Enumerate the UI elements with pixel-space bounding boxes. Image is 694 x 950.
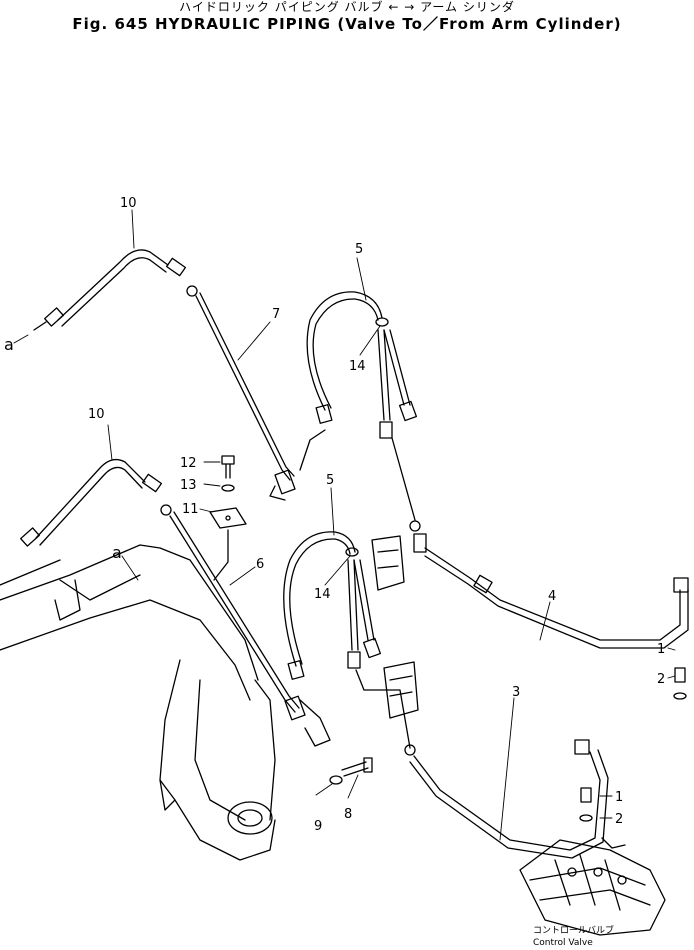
bolt-washer-plate: [209, 455, 247, 581]
callout-14-lower: 14: [314, 587, 331, 602]
pipe-4: [409, 520, 689, 649]
control-valve-label-jp: コントロールバルブ: [533, 924, 614, 936]
hose-10-upper: [33, 249, 187, 331]
callout-9: 9: [314, 819, 322, 834]
callout-14-upper: 14: [349, 359, 366, 374]
callout-2-upper: 2: [657, 672, 665, 687]
callout-6: 6: [256, 557, 264, 572]
hose-10-lower: [20, 458, 163, 547]
pipe-6: [160, 504, 331, 747]
callout-3: 3: [512, 685, 520, 700]
fitting-1-2-upper: [673, 667, 687, 700]
control-valve-label-en: Control Valve: [533, 938, 593, 948]
boom-arm-structure: [0, 544, 276, 861]
callout-13: 13: [180, 478, 197, 493]
callout-1-upper: 1: [657, 642, 665, 657]
hose-5-lower: [283, 531, 411, 749]
figure-title: Fig. 645 HYDRAULIC PIPING (Valve To／From…: [72, 15, 622, 33]
pipe-7: [186, 285, 296, 501]
figure-title-japanese: ハイドロリック パイピング バルブ ← → アーム シリンダ: [179, 0, 515, 14]
callout-12: 12: [180, 456, 197, 471]
control-valve: [519, 837, 666, 936]
leader-lines: [13, 209, 676, 841]
clamp-upper: [371, 535, 405, 591]
callout-5-lower: 5: [326, 473, 334, 488]
callout-4: 4: [548, 589, 556, 604]
callout-5-upper: 5: [355, 242, 363, 257]
callout-2-lower: 2: [615, 812, 623, 827]
callout-11: 11: [182, 502, 199, 517]
pipe-3: [404, 739, 609, 859]
callout-7: 7: [272, 307, 280, 322]
callout-10-upper: 10: [120, 196, 137, 211]
callout-1-lower: 1: [615, 790, 623, 805]
hose-5-upper: [299, 291, 418, 521]
callout-a-upper: a: [4, 335, 14, 354]
callout-10-lower: 10: [88, 407, 105, 422]
callout-8: 8: [344, 807, 352, 822]
callout-a-lower: a: [112, 543, 122, 562]
bolt-washer-8-9: [329, 757, 373, 785]
